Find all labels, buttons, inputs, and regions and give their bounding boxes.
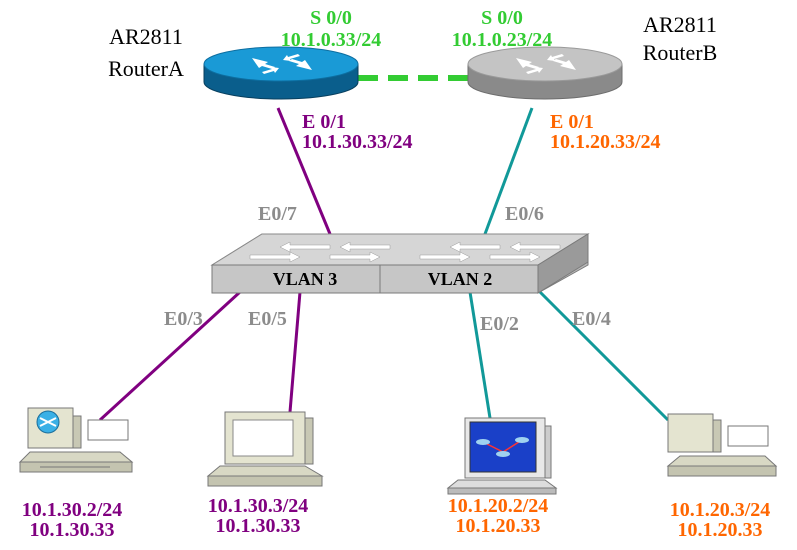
link-e05-host2 <box>288 291 302 413</box>
port-e02: E0/2 <box>480 313 519 335</box>
router-b-eth-port: E 0/1 <box>550 111 594 133</box>
host-1-ip: 10.1.30.2/24 <box>22 499 123 521</box>
router-b-name: RouterB <box>643 40 718 65</box>
router-b-eth-ip: 10.1.20.33/24 <box>550 131 661 153</box>
host-4-ip: 10.1.20.3/24 <box>670 499 771 521</box>
router-b-model: AR2811 <box>643 12 717 37</box>
host-2-ip: 10.1.30.3/24 <box>208 495 309 517</box>
router-b[interactable] <box>467 46 623 100</box>
port-e04: E0/4 <box>572 308 611 330</box>
host-3-gateway: 10.1.20.33 <box>456 515 541 537</box>
host-2-gateway: 10.1.30.33 <box>216 515 301 537</box>
host-3-ip: 10.1.20.2/24 <box>448 495 549 517</box>
link-routerb-switch <box>483 107 534 235</box>
link-e02-host3 <box>468 291 492 419</box>
port-e06: E0/6 <box>505 203 544 225</box>
router-arrows-icon <box>516 54 576 74</box>
port-e07: E0/7 <box>258 203 297 225</box>
port-e05: E0/5 <box>248 308 287 330</box>
wan-a-port: S 0/0 <box>310 7 352 29</box>
wan-b-ip: 10.1.0.23/24 <box>452 29 553 51</box>
vlan3-label: VLAN 3 <box>273 269 338 289</box>
router-a-eth-ip: 10.1.30.33/24 <box>302 131 413 153</box>
router-a[interactable] <box>203 46 359 100</box>
link-e03-host1 <box>98 290 242 422</box>
switch[interactable]: VLAN 3 VLAN 2 <box>210 233 590 294</box>
router-arrows-icon <box>252 54 312 74</box>
router-a-model: AR2811 <box>109 24 183 49</box>
host-4[interactable] <box>666 413 778 477</box>
host-3[interactable] <box>446 417 558 495</box>
host-2[interactable] <box>206 411 324 487</box>
host-4-gateway: 10.1.20.33 <box>678 519 763 541</box>
switch-arrows-icon <box>249 241 561 263</box>
wan-a-ip: 10.1.0.33/24 <box>281 29 382 51</box>
network-map-icon <box>476 437 529 457</box>
port-e03: E0/3 <box>164 308 203 330</box>
router-a-eth-port: E 0/1 <box>302 111 346 133</box>
host-1[interactable] <box>18 407 134 473</box>
router-a-name: RouterA <box>108 56 184 81</box>
host-1-gateway: 10.1.30.33 <box>30 519 115 541</box>
wan-b-port: S 0/0 <box>481 7 523 29</box>
vlan2-label: VLAN 2 <box>428 269 493 289</box>
link-e04-host4 <box>538 290 670 422</box>
link-routera-switch <box>276 107 332 235</box>
